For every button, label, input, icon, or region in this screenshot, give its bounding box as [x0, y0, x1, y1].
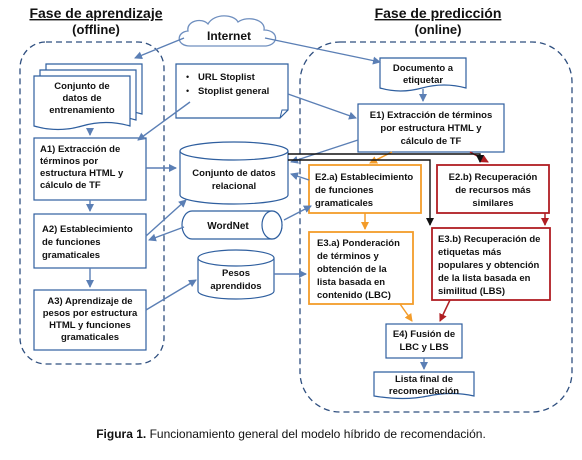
a3-box [33, 289, 147, 351]
black-arrows [288, 153, 484, 226]
e3b-box [431, 227, 551, 301]
wordnet-db-icon [181, 210, 283, 240]
a1-line: cálculo de TF [40, 180, 101, 191]
arrow-e1-db [290, 139, 359, 164]
e4-line: E4) Fusión de [393, 329, 455, 340]
document-to-tag-icon [379, 57, 467, 92]
arrow-stoplist-a1 [137, 101, 191, 141]
relational-db-line: relacional [212, 181, 256, 192]
training-line: entrenamiento [49, 105, 115, 116]
e2a-line: de funciones [315, 185, 374, 196]
a2-box [33, 213, 147, 269]
final-line: recomendación [389, 386, 459, 397]
a3-line: pesos por estructura [43, 308, 138, 319]
learning-phase-subtitle: (offline) [72, 22, 120, 37]
a2-line: gramaticales [42, 250, 100, 261]
arrow-db-e2b [288, 153, 484, 163]
e3a-line: obtención de la [317, 264, 387, 275]
e2a-line: E2.a) Establecimiento [315, 172, 413, 183]
relational-db-icon [179, 141, 289, 205]
a3-line: gramaticales [61, 332, 119, 343]
e3a-line: lista basada en [317, 277, 385, 288]
prediction-phase-subtitle: (online) [415, 22, 462, 37]
a2-line: A2) Establecimiento [42, 224, 133, 235]
arrow-stoplist-e1 [287, 93, 357, 120]
e2b-line: E2.b) Recuperación [449, 172, 538, 183]
internet-label: Internet [207, 29, 251, 43]
bullet-icon: • [186, 72, 189, 82]
arrow-e3a-e4 [399, 303, 413, 322]
e3b-line: etiquetas más [438, 247, 501, 258]
arrow-internet-training [134, 37, 185, 60]
document-line: etiquetar [403, 75, 443, 86]
arrow-e3b-e4 [439, 299, 451, 322]
a1-box [33, 137, 147, 201]
arrow-e2a-db [290, 172, 310, 181]
wordnet-label: WordNet [207, 221, 249, 232]
e4-line: LBC y LBS [399, 342, 448, 353]
e2a-line: gramaticales [315, 198, 373, 209]
e1-line: E1) Extracción de términos [370, 110, 492, 121]
stoplist-document-icon [175, 63, 289, 119]
prediction-phase-title: Fase de predicción [375, 5, 502, 21]
e3b-line: similitud (LBS) [438, 286, 505, 297]
arrow-a3-weights [145, 279, 197, 311]
weights-db-line: aprendidos [210, 281, 261, 292]
a3-line: HTML y funciones [49, 320, 131, 331]
bullet-icon: • [186, 86, 189, 96]
figure-caption: Figura 1. Funcionamiento general del mod… [0, 427, 582, 441]
caption-text: Funcionamiento general del modelo híbrid… [146, 427, 486, 441]
arrow-wordnet-a2 [148, 226, 185, 242]
caption-label: Figura 1. [96, 427, 147, 441]
weights-db-line: Pesos [222, 268, 250, 279]
learning-phase-title: Fase de aprendizaje [29, 5, 162, 21]
stoplist-item: URL Stoplist [198, 72, 256, 83]
a1-line: términos por [40, 156, 98, 167]
blue-arrows [86, 37, 428, 370]
a2-line: de funciones [42, 237, 101, 248]
final-line: Lista final de [395, 374, 453, 385]
training-line: Conjunto de [54, 81, 109, 92]
a1-line: estructura HTML y [40, 168, 124, 179]
e2b-line: de recursos más [455, 185, 531, 196]
prediction-phase-container [299, 41, 573, 413]
training-dataset-text: Conjunto de datos de entrenamiento [49, 81, 115, 116]
training-dataset-icon [33, 63, 143, 131]
training-line: datos de [62, 93, 101, 104]
e2a-box [308, 164, 422, 214]
e3b-line: populares y obtención [438, 260, 540, 271]
a3-line: A3) Aprendizaje de [47, 296, 132, 307]
e1-line: cálculo de TF [401, 136, 462, 147]
e3b-line: de la lista basada en [438, 273, 531, 284]
e2b-line: similares [472, 198, 513, 209]
arrow-a2-db [145, 199, 187, 237]
internet-cloud-icon [178, 15, 277, 47]
e1-line: por estructura HTML y [380, 123, 482, 134]
e1-box [357, 103, 505, 153]
e2b-box [436, 164, 550, 214]
arrow-db-e3b [288, 159, 434, 226]
final-list-icon [373, 371, 475, 400]
stoplist-item: Stoplist general [198, 86, 269, 97]
e3a-box [308, 231, 414, 305]
a1-line: A1) Extracción de [40, 144, 120, 155]
arrow-internet-document [264, 37, 381, 65]
learning-phase-container [19, 41, 165, 365]
relational-db-line: Conjunto de datos [192, 168, 275, 179]
e4-box [385, 323, 463, 359]
e3a-line: contenido (LBC) [317, 290, 391, 301]
arrow-wordnet-e2a [283, 205, 312, 221]
document-line: Documento a [393, 63, 454, 74]
e3a-line: de términos y [317, 251, 379, 262]
e3b-line: E3.b) Recuperación de [438, 234, 540, 245]
weights-db-icon [197, 249, 275, 300]
e3a-line: E3.a) Ponderación [317, 238, 400, 249]
